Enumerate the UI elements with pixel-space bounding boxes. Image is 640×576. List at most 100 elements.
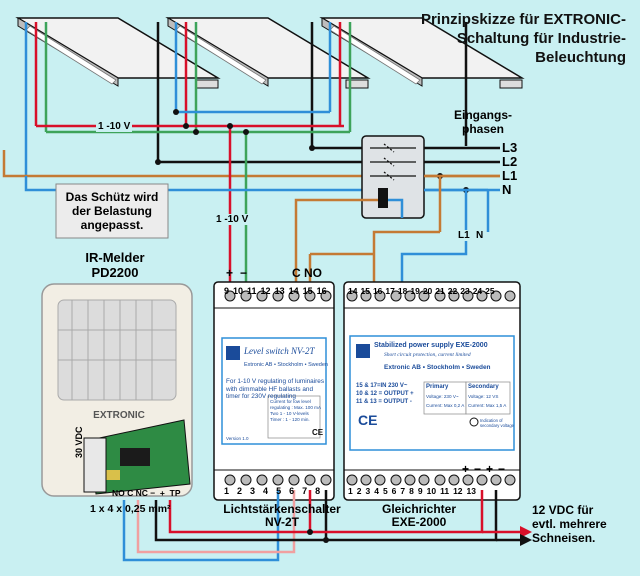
nv2t-spec-3: Two 1 - 10 V-levels (270, 411, 309, 416)
note-text: Das Schütz wird der Belastung angepasst. (56, 190, 168, 232)
exe2000-secondary-h: Secondary (468, 384, 499, 390)
luminaire-wires (2, 22, 500, 282)
exe2000-terminal: 20 (422, 286, 433, 296)
nv2t-top-plus: + (226, 266, 234, 280)
exe2000-indicator-1: Indication of (480, 418, 503, 423)
nv2t-bottom-terminals: 1 2 3 4 5 6 7 8 (224, 486, 320, 496)
nv2t-caption-2: NV-2T (264, 515, 299, 529)
exe2000-bottom-terminals: 1 2 3 4 5 6 7 8 9 10 11 12 13 (348, 486, 476, 496)
nv2t-terminal: 10 (233, 286, 244, 296)
exe2000-top-screws (346, 290, 516, 302)
phase-label-l3: L3 (502, 140, 518, 155)
sensor-terminals: NO C NC − + TP (112, 488, 181, 498)
exe2000-terminal: 18 (397, 286, 408, 296)
input-phases-caption: Eingangs- phasen (454, 108, 512, 136)
ir-sensor (41, 283, 193, 497)
nv2t-terminal: 5 (276, 486, 282, 496)
nv2t-desc-1: For 1-10 V regulating of luminaires (226, 378, 325, 385)
sensor-side-label: 30 VDC (74, 426, 84, 458)
nv2t-terminal: 15 (302, 286, 313, 296)
note-line-1: Das Schütz wird (65, 190, 159, 204)
exe2000-ce: CE (358, 412, 378, 428)
output-line-3: Schneisen. (532, 531, 596, 545)
nv2t-terminal: 2 (237, 486, 243, 496)
exe2000-io-3: 11 & 13 = OUTPUT - (356, 399, 412, 405)
phase-label-l2: L2 (502, 154, 518, 169)
sensor-title-2: PD2200 (91, 265, 139, 280)
nv2t-module (213, 281, 335, 501)
nv2t-panel-title: Level switch NV-2T (244, 346, 315, 356)
nv2t-terminal: 6 (289, 486, 295, 496)
nv2t-top-c: C (292, 266, 301, 280)
nv2t-desc: For 1-10 V regulating of luminaires with… (226, 378, 324, 401)
luminaire-1 (15, 17, 221, 89)
exe2000-primary: Primary Voltage: 230 V~ Current: Max 0,2… (426, 383, 464, 410)
exe2000-terminal: 23 (460, 286, 470, 296)
title-block: Prinzipskizze für EXTRONIC- Schaltung fü… (421, 10, 626, 67)
exe2000-bottom-screws (346, 474, 516, 486)
sensor-cable: 1 x 4 x 0,25 mm² (90, 503, 171, 515)
small-label-l1: L1 (458, 230, 470, 241)
nv2t-top-minus: − (240, 266, 248, 280)
nv2t-desc-2: with dimmable HF ballasts and (226, 385, 314, 393)
nv2t-terminal: 1 (224, 486, 230, 496)
exe2000-indicator: Indication of secondary voltage (480, 418, 514, 428)
exe2000-terminal: 6 (391, 486, 397, 496)
exe2000-terminal: 24 (472, 286, 483, 296)
nv2t-top-no: NO (304, 266, 322, 280)
exe2000-primary-c: Current: Max 0,2 A (426, 403, 465, 408)
input-caption-2: phasen (462, 122, 505, 136)
note-line-3: angepasst. (80, 218, 144, 232)
exe2000-terminal: 3 (365, 486, 371, 496)
exe2000-terminal: 21 (435, 286, 445, 296)
sensor-title: IR-Melder PD2200 (60, 250, 170, 280)
exe2000-primary-v: Voltage: 230 V~ (426, 394, 459, 399)
exe2000-secondary-c: Current: Max 1,5 A (468, 403, 507, 408)
nv2t-top-screws (224, 290, 332, 302)
control-label-mid: 1 -10 V (214, 214, 251, 225)
exe2000-panel-title: Stabilized power supply EXE-2000 (374, 342, 488, 349)
exe2000-terminal: 4 (374, 486, 379, 496)
exe2000-terminal: 7 (400, 486, 406, 496)
nv2t-terminal: 7 (302, 486, 308, 496)
sensor-brand: EXTRONIC (93, 410, 145, 421)
nv2t-spec: Current for low level regulating : Max. … (270, 399, 321, 423)
exe2000-panel-company: Extronic AB • Stockholm • Sweden (384, 364, 491, 371)
nv2t-ce: CE (312, 428, 324, 437)
luminaire-3 (319, 17, 525, 89)
nv2t-spec-1: Current for low level (270, 399, 311, 404)
nv2t-terminal: 8 (315, 486, 321, 496)
input-caption-1: Eingangs- (454, 108, 513, 122)
exe2000-primary-h: Primary (426, 384, 449, 390)
exe2000-minus-2: − (498, 462, 506, 476)
nv2t-bottom-screws (224, 474, 332, 486)
exe2000-terminal: 11 (440, 486, 450, 496)
nv2t-terminal: 3 (250, 486, 256, 496)
exe2000-terminal: 19 (410, 286, 420, 296)
nv2t-terminal: 12 (260, 286, 271, 296)
exe2000-terminal: 13 (466, 486, 477, 496)
exe2000-caption-2: EXE-2000 (391, 515, 447, 529)
nv2t-terminal: 9 (224, 286, 230, 296)
nv2t-panel-company: Extronic AB • Stockholm • Sweden (244, 362, 328, 368)
nv2t-caption-1: Lichtstärkenschalter (223, 502, 341, 516)
exe2000-indicator-2: secondary voltage (480, 423, 514, 428)
exe2000-terminal: 22 (447, 286, 458, 296)
exe2000-minus-1: − (474, 462, 482, 476)
exe2000-io-2: 10 & 12 = OUTPUT + (356, 391, 414, 397)
nv2t-terminal: 14 (288, 286, 299, 296)
exe2000-terminal: 25 (485, 286, 495, 296)
exe2000-terminal: 2 (356, 486, 362, 496)
exe2000-secondary: Secondary Voltage: 12 VS Current: Max 1,… (468, 383, 506, 410)
exe2000-terminal: 1 (348, 486, 353, 496)
note-box (55, 183, 169, 239)
small-label-n: N (476, 230, 484, 241)
nv2t-terminal: 4 (263, 486, 269, 496)
exe2000-module (343, 281, 521, 501)
phase-label-l1: L1 (502, 168, 518, 183)
exe2000-terminal: 9 (417, 486, 423, 496)
exe2000-secondary-v: Voltage: 12 VS (468, 394, 499, 399)
exe2000-polarity: + − + − (462, 462, 505, 476)
nv2t-desc-3: timer for 230V regulating (226, 393, 296, 400)
